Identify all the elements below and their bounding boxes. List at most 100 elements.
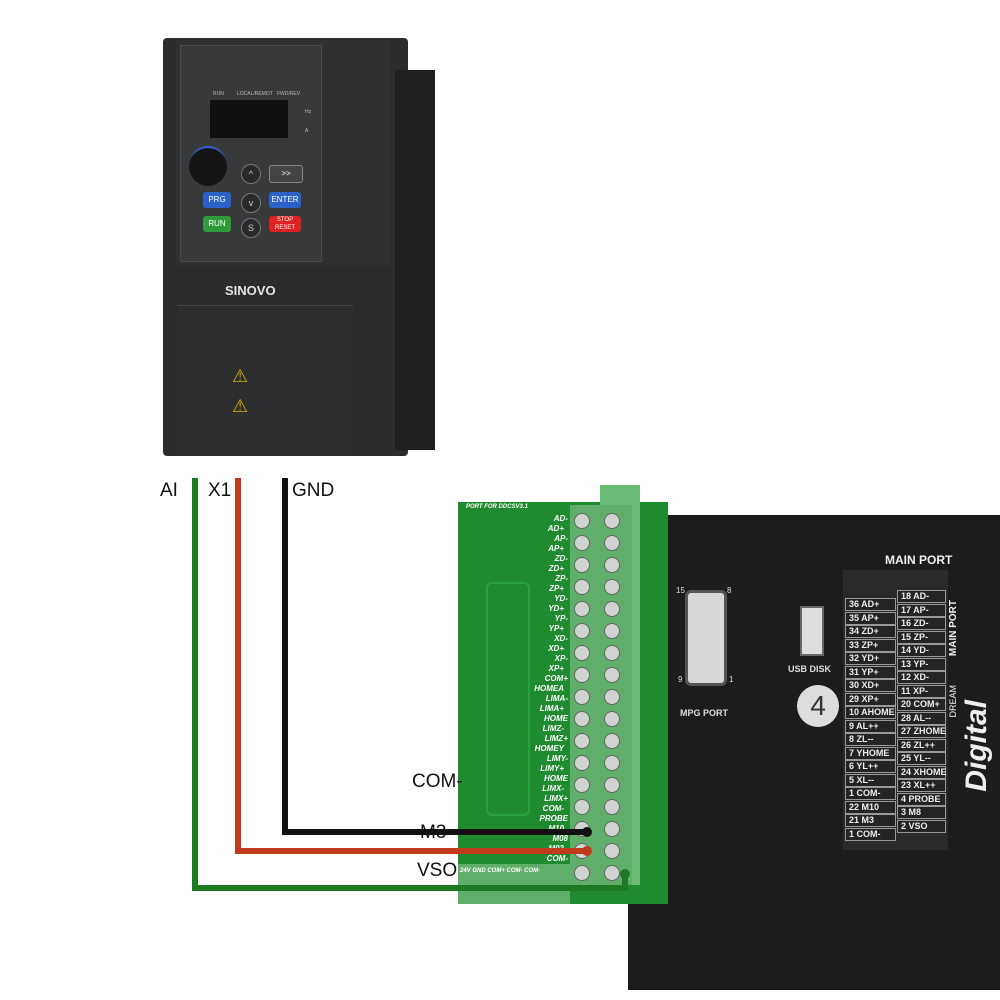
terminal-screw[interactable]	[574, 777, 590, 793]
terminal-screw[interactable]	[604, 667, 620, 683]
terminal-screw[interactable]	[604, 689, 620, 705]
inverter-keypad-panel: RUN LOCAL/REMOT FWD/REV Hz A ^ v S >> PR…	[180, 45, 322, 262]
badge-4: 4	[797, 685, 839, 727]
main-port-pin: 1 COM-	[845, 827, 896, 841]
board-pin-label: LIMX-	[542, 784, 564, 793]
terminal-screw[interactable]	[604, 865, 620, 881]
terminal-screw[interactable]	[604, 755, 620, 771]
x1-wire	[235, 478, 585, 854]
board-pin-label: M10	[548, 824, 564, 833]
board-pin-label: COM-	[542, 804, 564, 813]
board-pin-label: LIMA-	[545, 694, 568, 703]
terminal-screw[interactable]	[604, 535, 620, 551]
main-port-pin: 7 YHOME	[845, 746, 896, 760]
terminal-screw[interactable]	[574, 645, 590, 661]
board-pin-label: YD-	[554, 594, 568, 603]
board-pin-label: LIMA+	[539, 704, 564, 713]
main-port-pin: 30 XD+	[845, 679, 896, 692]
inverter-terminal-cover: ⚠ ⚠	[177, 305, 353, 456]
terminal-screw[interactable]	[604, 579, 620, 595]
board-pin-label: XP+	[548, 664, 564, 673]
terminal-screw[interactable]	[574, 865, 590, 881]
mpg-port-connector[interactable]	[685, 590, 727, 686]
down-button[interactable]: v	[241, 193, 261, 213]
main-port-pin: 22 M10	[845, 800, 896, 814]
main-port-pin: 18 AD-	[897, 590, 946, 603]
main-port-pin: 2 VSO	[897, 819, 946, 833]
terminal-screw[interactable]	[604, 733, 620, 749]
main-port-pin: 14 YD-	[897, 644, 946, 657]
main-port-pin: 1 COM-	[845, 787, 896, 800]
terminal-screw[interactable]	[604, 777, 620, 793]
terminal-screw[interactable]	[604, 821, 620, 837]
main-port-pin: 13 YP-	[897, 657, 946, 671]
terminal-screw[interactable]	[604, 513, 620, 529]
usb-port[interactable]	[800, 606, 824, 656]
vso-terminal-dot	[620, 869, 630, 879]
main-port-pin: 16 ZD-	[897, 617, 946, 630]
terminal-screw[interactable]	[604, 557, 620, 573]
terminal-screw[interactable]	[574, 557, 590, 573]
terminal-screw[interactable]	[604, 843, 620, 859]
prg-button[interactable]: PRG	[203, 192, 231, 208]
board-pin-label: AD-	[553, 514, 568, 523]
board-pin-label: XD-	[554, 634, 568, 643]
run-button[interactable]: RUN	[203, 216, 231, 232]
main-port-pin: 24 XHOME	[897, 765, 947, 779]
terminal-screw[interactable]	[574, 579, 590, 595]
pin-1-label: 1	[729, 675, 734, 684]
terminal-screw[interactable]	[604, 645, 620, 661]
com-label: COM-	[412, 771, 463, 792]
terminal-screw[interactable]	[574, 755, 590, 771]
board-pin-label: LIMX+	[544, 794, 568, 803]
main-port-pin: 34 ZD+	[845, 625, 896, 638]
terminal-screw[interactable]	[574, 733, 590, 749]
enter-button[interactable]: ENTER	[269, 192, 301, 208]
main-port-pin: 27 ZHOME	[897, 725, 946, 738]
terminal-screw[interactable]	[574, 711, 590, 727]
main-port-pin: 3 M8	[897, 806, 946, 819]
main-port-pin: 11 XP-	[897, 684, 946, 698]
pin-15-label: 15	[676, 586, 685, 595]
main-port-pin: 5 XL--	[845, 773, 896, 787]
terminal-screw[interactable]	[604, 601, 620, 617]
board-pin-label: HOMEA	[534, 684, 564, 693]
main-port-pin: 4 PROBE	[897, 792, 946, 806]
main-port-pin: 31 YP+	[845, 665, 896, 679]
main-port-pin: 6 YL++	[845, 760, 896, 773]
terminal-block	[570, 505, 632, 885]
terminal-screw[interactable]	[574, 667, 590, 683]
main-port-pin: 32 YD+	[845, 652, 896, 665]
terminal-screw[interactable]	[604, 711, 620, 727]
terminal-screw[interactable]	[574, 799, 590, 815]
ai-wire	[192, 478, 628, 891]
pin-8-label: 8	[727, 586, 732, 595]
terminal-screw[interactable]	[604, 799, 620, 815]
main-port-pin: 9 AL++	[845, 719, 896, 733]
up-button[interactable]: ^	[241, 164, 261, 184]
board-pin-label: LIMY+	[540, 764, 564, 773]
board-pin-label: HOMEY	[534, 744, 564, 753]
terminal-screw[interactable]	[574, 513, 590, 529]
board-pin-label: YD+	[548, 604, 564, 613]
main-port-pin: 8 ZL--	[845, 733, 896, 746]
board-pin-label: LIMZ-	[542, 724, 564, 733]
shift-button[interactable]: >>	[269, 165, 303, 183]
terminal-screw[interactable]	[574, 601, 590, 617]
terminal-screw[interactable]	[574, 623, 590, 639]
terminal-screw[interactable]	[574, 535, 590, 551]
board-pin-label: ZP+	[549, 584, 564, 593]
stop-reset-button[interactable]: STOP RESET	[269, 216, 301, 232]
terminal-screw[interactable]	[604, 623, 620, 639]
board-pin-label: XD+	[548, 644, 564, 653]
unit-hz: Hz	[305, 109, 312, 115]
terminal-screw[interactable]	[574, 689, 590, 705]
main-port-pin: 20 COM+	[897, 698, 946, 711]
s-button[interactable]: S	[241, 218, 261, 238]
vso-label: VSO	[417, 860, 458, 881]
main-port-pin: 23 XL++	[897, 779, 946, 792]
speed-knob[interactable]	[189, 146, 227, 186]
main-port-pin: 17 AP-	[897, 603, 946, 617]
main-port-pin: 25 YL--	[897, 752, 946, 765]
